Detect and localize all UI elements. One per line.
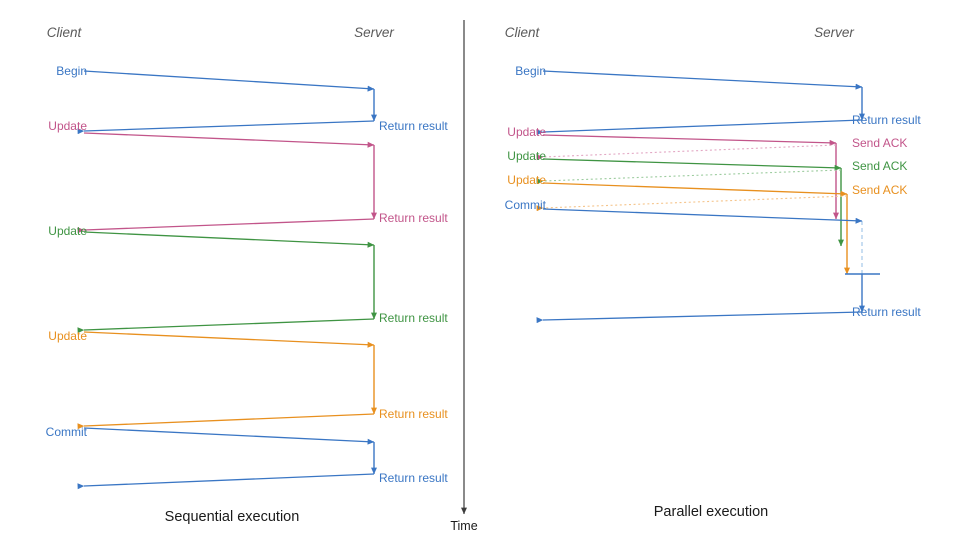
message-label: Return result [379,407,448,421]
message-arrow-blue [83,70,375,92]
message-label: Update [48,224,87,238]
message-arrow-green [77,318,375,334]
message-arrow-blue [83,427,375,445]
message-label: Update [48,119,87,133]
panel-caption: Parallel execution [654,504,768,520]
message-arrow-green [83,231,375,248]
message-arrow-green [542,158,842,171]
message-arrow-pink [77,218,375,234]
message-label: Begin [515,64,546,78]
message-arrow-blue [536,311,863,324]
panel-caption: Sequential execution [165,509,300,525]
message-arrow-orange [77,413,375,430]
message-label: Return result [379,471,448,485]
message-label: Return result [379,119,448,133]
message-label: Commit [505,198,547,212]
message-arrow-pink [542,134,837,146]
message-arrow-blue [77,120,375,135]
message-label: Send ACK [852,183,907,197]
time-axis-layer: Time [450,20,478,533]
message-label: Update [507,149,546,163]
message-arrow-orange [542,182,848,197]
message-arrow-blue [542,70,863,90]
actor-label-client: Client [47,25,83,40]
message-label: Update [507,173,546,187]
message-label: Send ACK [852,136,907,150]
message-arrow-orange [83,331,375,348]
message-label: Return result [852,113,921,127]
message-arrow-blue [536,119,863,136]
actor-label-server: Server [354,25,394,40]
actor-label-server: Server [814,25,854,40]
message-label: Return result [379,211,448,225]
message-label: Commit [46,425,88,439]
message-arrow-blue [542,208,863,224]
message-arrow-green [536,169,842,185]
message-label: Update [507,125,546,139]
message-arrow-pink [536,144,837,161]
message-arrow-orange [536,195,848,212]
time-axis-label: Time [450,519,477,533]
message-label: Update [48,329,87,343]
message-label: Return result [852,305,921,319]
message-label: Begin [56,64,87,78]
message-arrow-blue [77,473,375,490]
message-arrow-pink [83,132,375,148]
message-label: Send ACK [852,159,907,173]
message-label: Return result [379,311,448,325]
actor-label-client: Client [505,25,541,40]
